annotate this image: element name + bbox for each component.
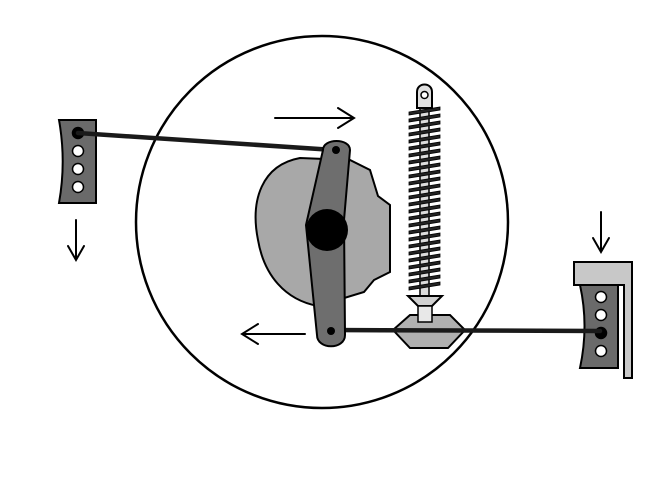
lever-bottom-pivot bbox=[327, 327, 335, 335]
left-bracket-plate bbox=[57, 119, 97, 204]
bracket-hole bbox=[594, 308, 608, 322]
coil-turn bbox=[408, 281, 441, 291]
coil-turn bbox=[408, 155, 441, 165]
bracket-hole bbox=[594, 290, 608, 304]
coilover-lower-rod bbox=[417, 305, 433, 323]
coil-turn bbox=[408, 120, 441, 130]
arrow-left-down bbox=[67, 219, 85, 263]
coil-turn bbox=[408, 232, 441, 242]
arrow-top-right bbox=[274, 107, 356, 129]
coilover-spring bbox=[405, 83, 445, 323]
right-bracket-plate bbox=[578, 284, 619, 369]
coil-turn bbox=[408, 204, 441, 214]
coil-turn bbox=[408, 211, 441, 221]
lever-center-pivot bbox=[306, 209, 348, 251]
coil-turn bbox=[408, 169, 441, 179]
lower-link bbox=[327, 327, 603, 334]
bracket-hole bbox=[594, 344, 608, 358]
coil-turn bbox=[408, 183, 441, 193]
coil-turn bbox=[408, 113, 441, 123]
coil-turn bbox=[408, 225, 441, 235]
rocker-lever bbox=[304, 140, 352, 348]
coil-turn bbox=[408, 267, 441, 277]
coil-turn bbox=[408, 141, 441, 151]
coilover-top-hole bbox=[420, 90, 429, 100]
coil-turn bbox=[408, 197, 441, 207]
coil-turn bbox=[408, 162, 441, 172]
coil-turn bbox=[408, 253, 441, 263]
arrow-right-down bbox=[592, 211, 610, 255]
coil-turn bbox=[408, 190, 441, 200]
coil-turn bbox=[408, 246, 441, 256]
coil-turn bbox=[408, 218, 441, 228]
right-bracket bbox=[573, 261, 633, 379]
right-mount-frame bbox=[573, 261, 633, 379]
wheel-circle bbox=[134, 34, 510, 410]
coil-turn bbox=[408, 134, 441, 144]
lever-top-pivot bbox=[332, 146, 340, 154]
bracket-hole bbox=[71, 144, 85, 158]
coil-turn bbox=[408, 127, 441, 137]
left-bracket bbox=[57, 119, 97, 204]
upper-link bbox=[75, 130, 337, 153]
arrow-bottom-left bbox=[240, 323, 306, 345]
coil-turn bbox=[408, 274, 441, 284]
left-bracket-holes bbox=[71, 126, 85, 194]
coil-turn bbox=[408, 239, 441, 249]
coil-turn bbox=[408, 260, 441, 270]
coil-turn bbox=[408, 148, 441, 158]
bracket-hole bbox=[71, 180, 85, 194]
bracket-hole bbox=[71, 162, 85, 176]
coil-turn bbox=[408, 176, 441, 186]
